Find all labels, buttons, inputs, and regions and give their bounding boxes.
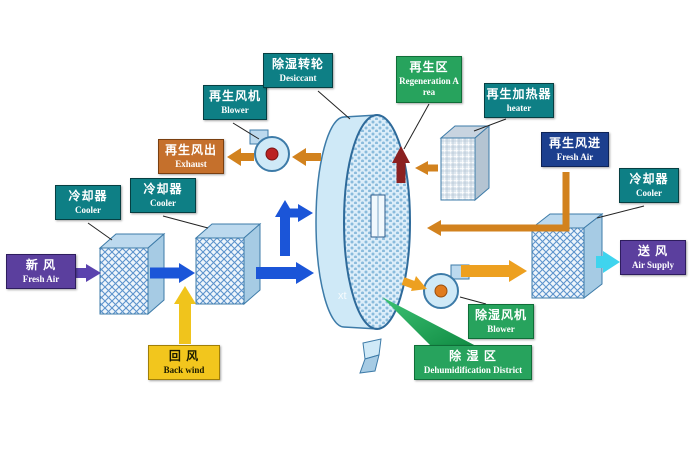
label-cooler-1-zh: 冷却器 [68,189,108,203]
label-regen-blower-en: Blower [221,104,249,115]
arrow-cooler3-to-supply [596,251,620,273]
label-dehumid-blower-en: Blower [487,323,515,334]
label-exhaust: 再生风出 Exhaust [158,139,224,175]
label-fresh-air-in: 新 风 Fresh Air [6,254,76,290]
label-cooler-2-en: Cooler [150,197,176,208]
label-dehumid-blower: 除湿风机 Blower [468,304,534,340]
label-cooler-3-zh: 冷却器 [629,172,669,186]
label-air-supply-en: Air Supply [631,259,675,270]
label-air-supply: 送 风 Air Supply [620,240,686,276]
arrow-wheel-to-regen-blower [292,148,321,166]
rotation-ribbon-icon [359,338,382,374]
watermark-text: xt [338,290,347,302]
label-regen-area-zh: 再生区 [409,60,449,74]
label-cooler-2: 冷却器 Cooler [130,178,196,214]
label-air-supply-zh: 送 风 [637,244,669,258]
arrow-heater-to-wheel [415,161,438,175]
label-exhaust-zh: 再生风出 [164,143,217,157]
arrow-cooler2-to-wheel [256,262,314,284]
label-desiccant-wheel-zh: 除湿转轮 [271,57,324,71]
arrow-regen-zone-up [392,146,410,183]
arrow-blower-to-exhaust [227,148,254,166]
label-regen-fresh-air-en: Fresh Air [556,151,594,162]
label-cooler-3-en: Cooler [636,187,662,198]
arrow-back-wind-up [174,286,196,344]
label-back-wind-en: Back wind [163,364,205,375]
arrow-bypass-into-wheel [283,204,313,222]
arrow-blower-to-cooler3 [461,260,527,282]
cooler-box-1 [98,232,166,316]
leader-lines [87,90,645,305]
label-regen-fresh-air-zh: 再生风进 [548,136,601,150]
label-regen-blower: 再生风机 Blower [203,85,267,121]
label-regen-fresh-air: 再生风进 Fresh Air [541,132,609,168]
label-dehumid-blower-zh: 除湿风机 [474,308,527,322]
label-desiccant-wheel-en: Desiccant [279,72,317,83]
label-regen-heater: 再生加热器 heater [484,83,554,119]
label-back-wind-zh: 回 风 [168,349,200,363]
arrow-cooler1-to-cooler2 [150,263,195,283]
arrow-regen-fresh-air-in [427,172,570,236]
regen-blower-fan [249,129,290,172]
label-regen-blower-zh: 再生风机 [208,89,261,103]
label-fresh-air-in-zh: 新 风 [25,258,57,272]
label-exhaust-en: Exhaust [175,158,207,169]
label-regen-area-en: Regeneration Area [399,75,459,98]
label-cooler-1: 冷却器 Cooler [55,185,121,221]
label-regen-heater-en: heater [506,102,532,113]
label-dehumid-district-zh: 除 湿 区 [449,349,497,363]
regen-heater-box [439,124,491,202]
cooler-box-2 [194,222,262,306]
label-dehumid-district: 除 湿 区 Dehumidification District [414,345,532,381]
label-cooler-1-en: Cooler [75,204,101,215]
arrow-fresh-air-to-cooler1 [76,264,101,282]
arrow-bypass-up [275,200,295,256]
arrow-wheel-to-dehumid-blower [401,276,427,291]
label-back-wind: 回 风 Back wind [148,345,220,381]
label-regen-area: 再生区 Regeneration Area [396,56,462,103]
label-regen-heater-zh: 再生加热器 [486,87,552,101]
dehumid-zone-pointer [382,297,478,347]
label-dehumid-district-en: Dehumidification District [423,364,523,375]
label-cooler-3: 冷却器 Cooler [619,168,679,204]
label-desiccant-wheel: 除湿转轮 Desiccant [263,53,333,89]
desiccant-wheel [315,114,411,330]
label-cooler-2-zh: 冷却器 [143,182,183,196]
label-fresh-air-in-en: Fresh Air [22,273,60,284]
